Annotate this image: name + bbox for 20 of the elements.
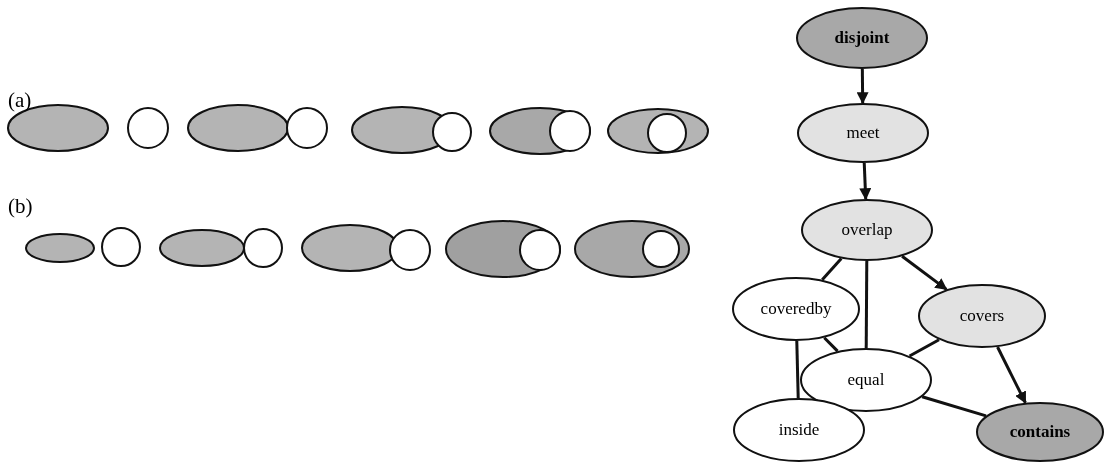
node-label: inside [778,420,820,440]
node-label: equal [847,370,885,390]
connector-line [795,340,800,399]
arrow [859,162,872,201]
connector-line [921,395,987,418]
panel-label: (b) [8,194,33,219]
node-label: covers [959,306,1005,326]
arrow [856,69,869,105]
connector-line [908,338,940,358]
connector-line [821,257,843,281]
connector-line [823,336,839,353]
panel-label: (a) [8,88,32,113]
arrow [996,346,1027,404]
node-label: coveredby [760,299,832,319]
node-label: overlap [841,220,893,240]
node-label: disjoint [834,28,890,48]
node-label: contains [1009,422,1071,442]
connector-line [864,261,869,348]
arrow [901,255,948,291]
node-label: meet [846,123,880,143]
